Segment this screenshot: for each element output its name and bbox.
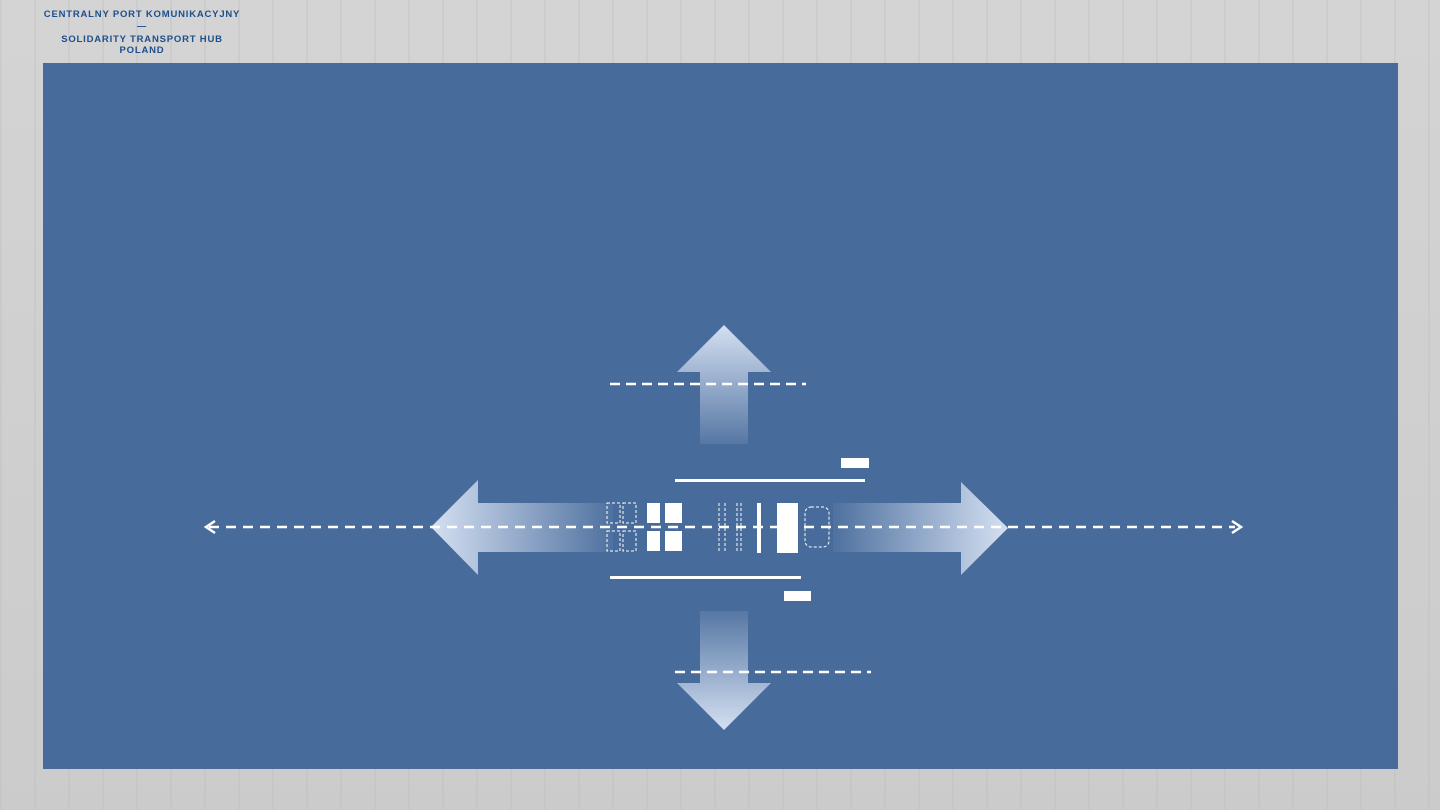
logo-separator: — (137, 21, 147, 31)
logo: CENTRALNY PORT KOMUNIKACYJNY — SOLIDARIT… (40, 8, 244, 56)
runway-line-upper (675, 479, 865, 482)
hub-diagram (203, 325, 1244, 730)
terminal-solid-left (647, 503, 682, 551)
axis-arrowhead-left (203, 519, 216, 535)
marker-upper (841, 458, 869, 468)
terminal-bar-wide (777, 503, 798, 553)
terminal-dashed-middle (718, 503, 742, 553)
marker-lower (784, 591, 811, 601)
diagram-panel (43, 63, 1398, 769)
runway-line-lower (610, 576, 801, 579)
arrow-south (677, 611, 771, 730)
terminal-dashed-right (804, 506, 830, 548)
axis-arrowhead-right (1231, 519, 1244, 535)
logo-line-3: POLAND (119, 45, 165, 56)
terminal-dashed-left (606, 502, 637, 552)
arrow-east (833, 482, 1008, 575)
logo-line-2: SOLIDARITY TRANSPORT HUB (61, 34, 223, 45)
terminal-bar-thin (757, 503, 761, 553)
logo-line-1: CENTRALNY PORT KOMUNIKACYJNY (43, 9, 241, 20)
